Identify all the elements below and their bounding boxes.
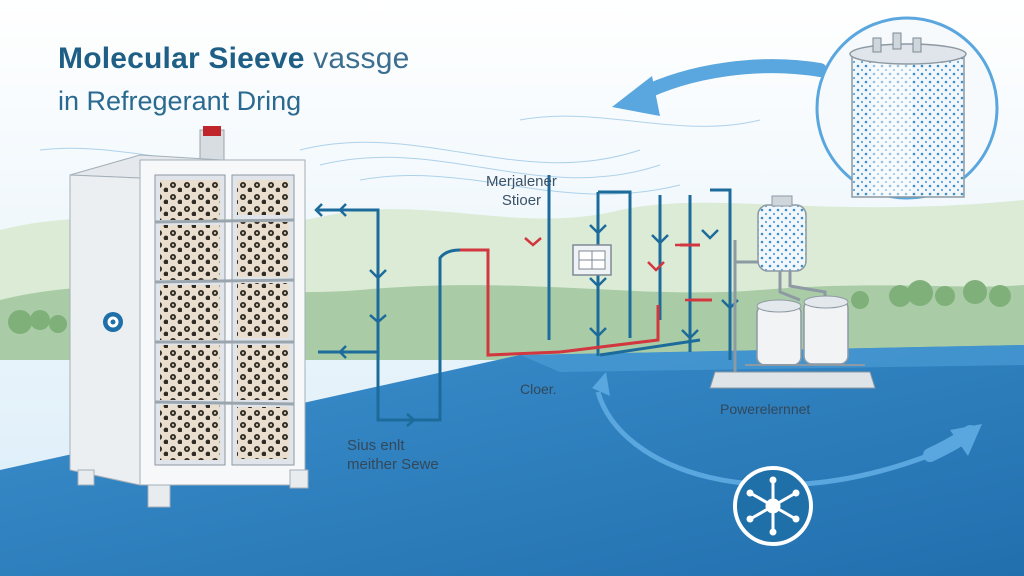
merjalener-stioer-label: Merjalener Stioer xyxy=(486,172,557,210)
powerelernnet-label: Powerelernnet xyxy=(720,401,811,417)
sieve-badge-icon xyxy=(103,312,123,332)
snowflake-icon xyxy=(733,466,813,546)
sieve-outlet-label: Sius enlt meither Sewe xyxy=(347,436,439,474)
blue-flow-markers xyxy=(314,203,739,427)
wind-swirls xyxy=(39,115,761,195)
sieve-cylinder-inset xyxy=(815,16,999,200)
bottom-flow-arrow-icon xyxy=(592,372,982,488)
control-box xyxy=(572,244,612,276)
label-bottom-line1: Sius enlt xyxy=(347,437,405,454)
red-flow-markers xyxy=(524,237,694,302)
label-top-line2: Stioer xyxy=(501,192,542,209)
label-bottom-line2: meither Sewe xyxy=(347,456,439,473)
cloer-label: Cloer. xyxy=(520,381,557,397)
molecular-sieve-cabinet xyxy=(69,126,309,508)
tree-line xyxy=(8,280,1011,334)
title-light-part: vassge xyxy=(313,42,410,75)
top-flow-arrow-icon xyxy=(612,59,827,116)
diagram-subtitle: in Refregerant Dring xyxy=(58,86,302,116)
filter-drier-skid xyxy=(709,195,876,389)
diagram-title: Molecular Sieeve vassge xyxy=(58,42,409,76)
label-top-line1: Merjalener xyxy=(486,173,557,190)
title-bold-part: Molecular Sieeve xyxy=(58,42,305,75)
